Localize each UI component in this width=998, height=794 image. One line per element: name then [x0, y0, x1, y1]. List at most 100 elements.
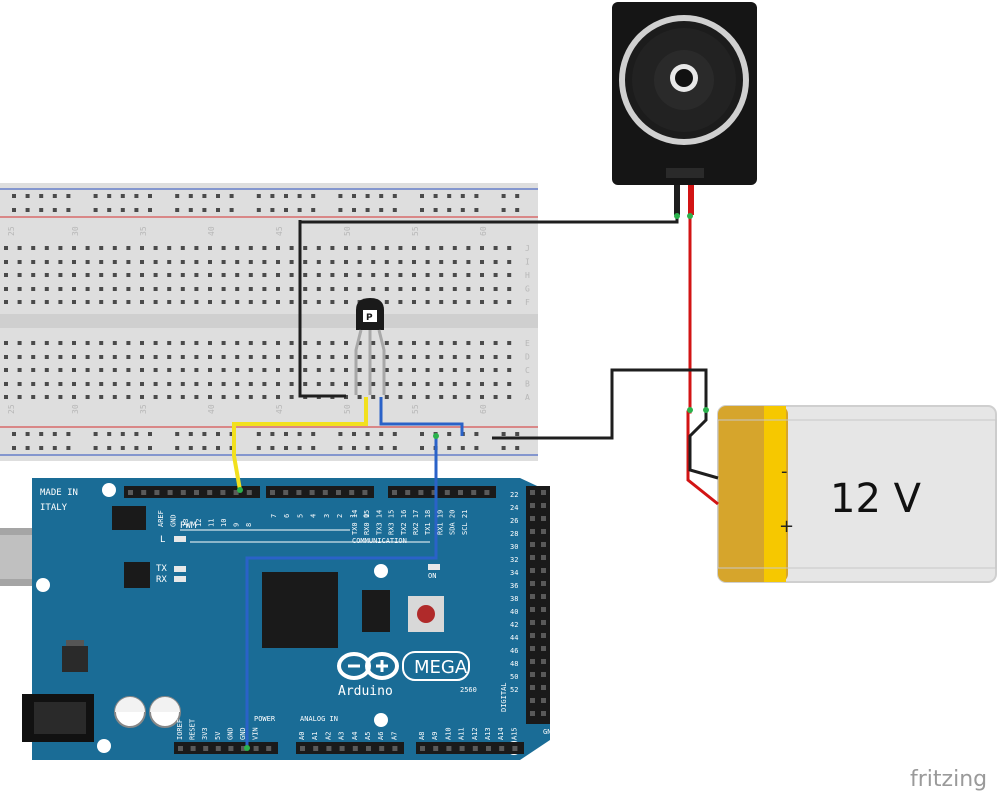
pin-label: 24 [510, 504, 518, 512]
breadboard-hole [398, 260, 403, 264]
header-pin [270, 490, 275, 495]
breadboard-hole [344, 287, 348, 291]
breadboard-hole [289, 260, 294, 264]
breadboard-hole [58, 260, 63, 264]
breadboard-hole [248, 246, 253, 250]
wire-blue-ground [245, 436, 438, 748]
breadboard-hole [357, 355, 362, 359]
breadboard-hole [180, 341, 185, 345]
breadboard-column-number: 40 [207, 226, 216, 236]
breadboard-hole [384, 368, 389, 372]
pin-label: 43 [552, 627, 560, 635]
breadboard-rail-hole [52, 446, 57, 450]
speaker-lead-black [674, 185, 680, 215]
breadboard-hole [248, 368, 253, 372]
breadboard-hole [248, 273, 253, 277]
breadboard-hole [72, 395, 76, 399]
breadboard-hole [480, 368, 484, 372]
header-pin [405, 490, 411, 495]
pin-label: RESET [189, 718, 197, 740]
breadboard-rail-hole [297, 432, 302, 436]
breadboard-hole [72, 341, 76, 345]
breadboard-hole [167, 246, 172, 250]
breadboard-hole [330, 341, 335, 345]
header-pin [180, 490, 186, 495]
header-pin [530, 633, 535, 638]
breadboard-rail-hole [501, 446, 506, 450]
breadboard-rail-hole [515, 208, 520, 212]
breadboard-rail-hole [420, 446, 424, 450]
breadboard-hole [384, 395, 389, 399]
breadboard-hole [58, 382, 63, 386]
breadboard-hole [140, 395, 144, 399]
header-pin [541, 594, 546, 599]
breadboard-column-number: 50 [343, 404, 352, 414]
breadboard-rail-hole [25, 208, 30, 212]
breadboard-rail-hole [270, 446, 275, 450]
breadboard-hole [316, 368, 321, 372]
breadboard-hole [194, 287, 199, 291]
breadboard-rail-hole [93, 446, 98, 450]
breadboard-hole [480, 355, 484, 359]
breadboard-hole [99, 382, 104, 386]
breadboard-hole [235, 287, 240, 291]
header-pin [486, 746, 491, 751]
breadboard-hole [194, 246, 199, 250]
breadboard-rail-hole [188, 432, 193, 436]
breadboard-rail-hole [352, 446, 356, 450]
header-pin [392, 490, 397, 495]
breadboard-hole [398, 300, 403, 304]
breadboard-rail-hole [148, 194, 152, 198]
breadboard-hole [221, 355, 226, 359]
header-pin [154, 490, 160, 495]
breadboard-hole [85, 260, 90, 264]
breadboard-rail-hole [284, 208, 288, 212]
breadboard-hole [344, 341, 348, 345]
pin-label: TX3 14 [375, 510, 383, 535]
pin-label: 32 [510, 556, 518, 564]
pin-label: 12 [195, 519, 203, 527]
breadboard-hole [452, 300, 457, 304]
breadboard-hole [316, 300, 321, 304]
breadboard-hole [126, 300, 131, 304]
header-pin [444, 490, 450, 495]
header-pin [309, 490, 315, 495]
breadboard-hole [235, 382, 240, 386]
breadboard-hole [180, 395, 185, 399]
breadboard-hole [31, 368, 36, 372]
breadboard-hole [425, 368, 430, 372]
header-pin [541, 516, 546, 521]
header-pin [530, 568, 535, 573]
header-pin [512, 746, 518, 751]
speaker-dust-cap-center [675, 69, 693, 87]
breadboard-hole [31, 355, 36, 359]
icsp-header-left [112, 506, 146, 530]
breadboard-hole [140, 368, 144, 372]
breadboard-column-number: 40 [207, 404, 216, 414]
pin-label: 10 [220, 519, 228, 527]
mount-hole-3 [374, 564, 388, 578]
breadboard-hole [72, 260, 76, 264]
led-on [428, 564, 440, 570]
breadboard-hole [425, 382, 430, 386]
breadboard-hole [58, 395, 63, 399]
breadboard-hole [44, 273, 49, 277]
breadboard-hole [276, 300, 280, 304]
pin-label: 7 [270, 514, 278, 518]
pin-label: 35 [552, 575, 560, 583]
header-pin [228, 746, 234, 751]
breadboard-hole [235, 355, 240, 359]
breadboard-hole [85, 287, 90, 291]
breadboard-rail-hole [474, 432, 479, 436]
breadboard-hole [316, 382, 321, 386]
breadboard-rail-hole [352, 194, 356, 198]
breadboard-hole [412, 341, 416, 345]
breadboard-rail-hole [420, 194, 424, 198]
header-pin [472, 746, 478, 751]
pin-label: 23 [552, 497, 560, 505]
pin-label: 38 [510, 595, 518, 603]
breadboard-hole [344, 260, 348, 264]
breadboard-hole [262, 395, 267, 399]
breadboard-hole [235, 273, 240, 277]
breadboard-hole [112, 355, 117, 359]
